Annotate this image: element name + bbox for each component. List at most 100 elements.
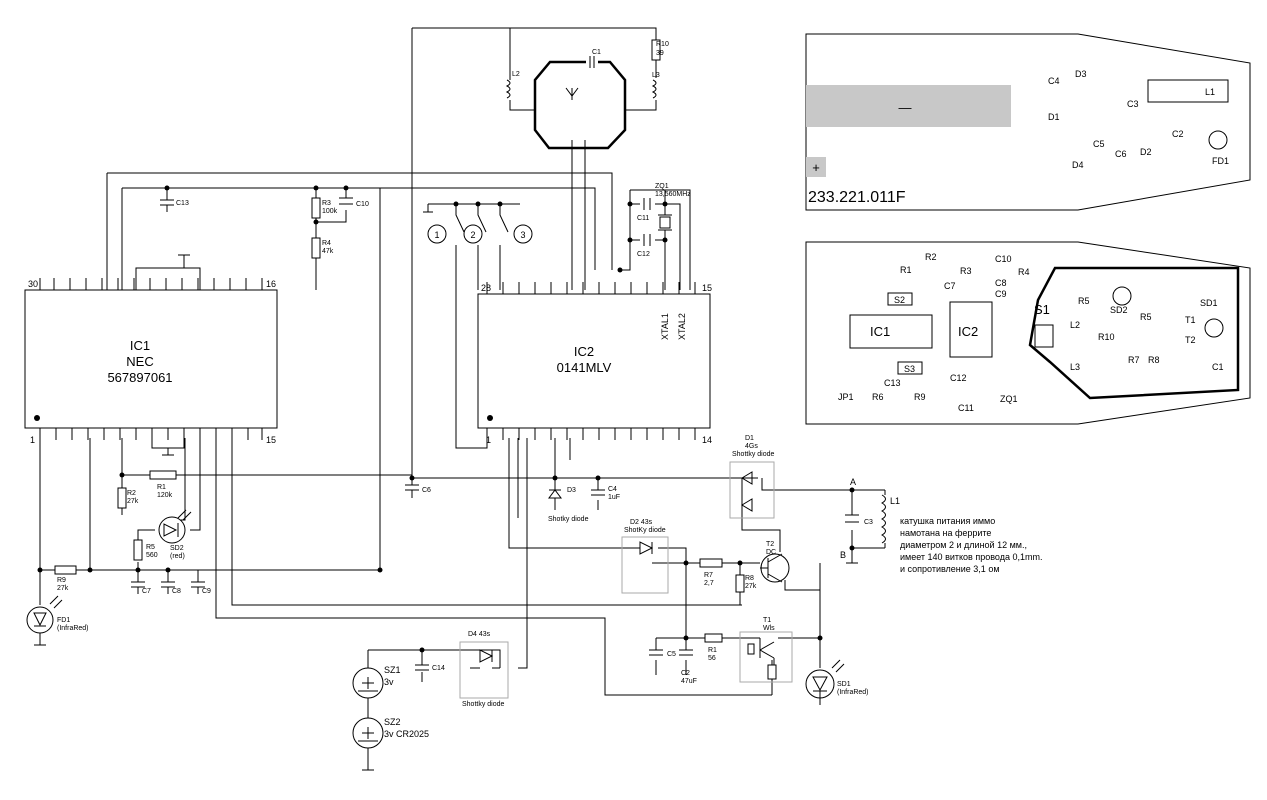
pcb-top-d3: D3 <box>1075 69 1087 79</box>
pcb-bottom-r1: R1 <box>900 265 912 275</box>
pcb-top-d1: D1 <box>1048 112 1060 122</box>
pcb-bottom-s1: S1 <box>1034 302 1050 317</box>
pcb-bottom-t1: T1 <box>1185 315 1196 325</box>
t1-stage: R1 56 C5 C2 47uF T1 Wls SD1 (InfraRed) <box>649 617 869 699</box>
sz1-label: SZ1 <box>384 665 401 675</box>
pcb-bottom-r10: R10 <box>1098 332 1115 342</box>
r8-label: R8 <box>745 575 754 582</box>
pcb-top-c4: C4 <box>1048 76 1060 86</box>
pcb-bottom-c12: C12 <box>950 373 967 383</box>
coil-l1: A B L1 C3 катушка питания иммо намотана … <box>840 477 1042 574</box>
top-passives: C13 R3 100k R4 47k C10 <box>160 197 369 259</box>
pcb-bottom-s2: S2 <box>894 295 905 305</box>
switches: 1 2 3 <box>427 224 533 244</box>
ic2-pin-15: 15 <box>702 283 712 293</box>
node-b: B <box>840 550 846 560</box>
sz2-value: 3v CR2025 <box>384 729 429 739</box>
r9-label: R9 <box>57 577 66 584</box>
pcb-bottom-c8: C8 <box>995 278 1007 288</box>
d4-label: D4 43s <box>468 631 491 638</box>
c12-label: C12 <box>637 251 650 258</box>
pcb-top-d4: D4 <box>1072 160 1084 170</box>
c4-label: C4 <box>608 486 617 493</box>
d4-note: Shottky diode <box>462 701 505 708</box>
r1b-label: R1 <box>708 647 717 654</box>
l3-label: L3 <box>652 72 660 79</box>
pcb-bottom-r7: R7 <box>1128 355 1140 365</box>
pcb-bottom-r5: R5 <box>1078 296 1090 306</box>
pcb-bottom-l3: L3 <box>1070 362 1080 372</box>
ic2-chip: IC2 0141MLV 28 15 1 14 XTAL1 XTAL2 <box>477 282 712 445</box>
ic1-maker: NEC <box>126 354 153 369</box>
pcb-bottom-ic1: IC1 <box>870 324 890 339</box>
r7-label: R7 <box>704 572 713 579</box>
fd1-label: FD1 <box>57 617 70 624</box>
ic1-pin-30: 30 <box>28 279 38 289</box>
junction-dots <box>37 185 855 653</box>
pcb-bottom-r2: R2 <box>925 252 937 262</box>
pcb-bottom-board: S2 S3 IC1 IC2 S1 R1 R2 C10 R3 R4 C8 C9 C… <box>805 241 1251 425</box>
r1-label: R1 <box>157 484 166 491</box>
c11-label: C11 <box>637 215 649 222</box>
pcb-bottom-r6: R6 <box>872 392 884 402</box>
node-a: A <box>850 477 856 487</box>
r5-value: 560 <box>146 552 158 559</box>
t2-label: T2 <box>766 541 774 548</box>
c9-label: C9 <box>202 588 211 595</box>
pcb-plus: + <box>812 160 820 175</box>
pcb-bottom-zq1: ZQ1 <box>1000 394 1018 404</box>
switch-2-label: 2 <box>470 230 475 240</box>
pcb-bottom-c13: C13 <box>884 378 901 388</box>
c4-value: 1uF <box>608 494 620 501</box>
left-passives: R1 120k R2 27k SD2 (red) R5 560 R9 27k C… <box>26 470 431 646</box>
battery-section: SZ1 3v SZ2 3v CR2025 C14 D4 43s Shottky … <box>352 631 509 771</box>
pcb-top-c2: C2 <box>1172 129 1184 139</box>
r4-label: R4 <box>322 240 331 247</box>
r4-value: 47k <box>322 248 334 255</box>
pcb-part-number: 233.221.011F <box>808 189 906 206</box>
pcb-top-c3: C3 <box>1127 99 1139 109</box>
wires <box>39 27 885 770</box>
ic2-pin-14: 14 <box>702 435 712 445</box>
r2-value: 27k <box>127 498 139 505</box>
ic2-ref: IC2 <box>574 344 594 359</box>
c2-label: C2 <box>681 670 690 677</box>
zq1-freq: 13,560MHz <box>655 191 691 198</box>
c10-label: C10 <box>356 201 369 208</box>
pcb-bottom-jp1: JP1 <box>838 392 854 402</box>
sz1-value: 3v <box>384 677 394 687</box>
c3-label: C3 <box>864 519 873 526</box>
coil-note-2: намотана на феррите <box>900 528 991 538</box>
coil-note-3: диаметром 2 и длиной 12 мм., <box>900 540 1027 550</box>
t2-value: DC <box>766 549 776 556</box>
r7-value: 2,7 <box>704 580 714 587</box>
sd1-note: (InfraRed) <box>837 689 869 696</box>
pcb-bottom-c10: C10 <box>995 254 1012 264</box>
r1-value: 120k <box>157 492 173 499</box>
ic1-part: 567897061 <box>107 370 172 385</box>
coil-note-4: имеет 140 витков провода 0,1mm. <box>900 552 1042 562</box>
ic2-xtal1-label: XTAL1 <box>660 313 670 340</box>
fd1-note: (InfraRed) <box>57 625 89 632</box>
l1-label: L1 <box>890 496 900 506</box>
ic1-chip: IC1 NEC 567897061 30 16 1 15 <box>24 278 278 445</box>
pcb-bottom-c7: C7 <box>944 281 956 291</box>
d3-label: D3 <box>567 487 576 494</box>
pcb-top-board: — + 233.221.011F L1 C4 D3 C3 D1 C5 C6 D2… <box>805 33 1251 211</box>
r9-value: 27k <box>57 585 69 592</box>
c1-label: C1 <box>592 49 601 56</box>
t2-stage: R7 2,7 R8 27k T2 DC <box>699 541 790 593</box>
d1-block: D1 4Gs Shottky diode <box>729 435 775 519</box>
pcb-bottom-r9: R9 <box>914 392 926 402</box>
r10-value: 39 <box>656 50 664 57</box>
c13-label: C13 <box>176 200 189 207</box>
ic1-ref: IC1 <box>130 338 150 353</box>
sd2-note: (red) <box>170 553 185 560</box>
antenna-loop: C1 L2 R10 39 L3 <box>505 39 669 150</box>
pcb-bottom-t2: T2 <box>1185 335 1196 345</box>
coil-note-5: и сопротивление 3,1 ом <box>900 564 1000 574</box>
r10-label: R10 <box>656 41 669 48</box>
r1b-value: 56 <box>708 655 716 662</box>
d2-note: ShotKy diode <box>624 527 666 534</box>
